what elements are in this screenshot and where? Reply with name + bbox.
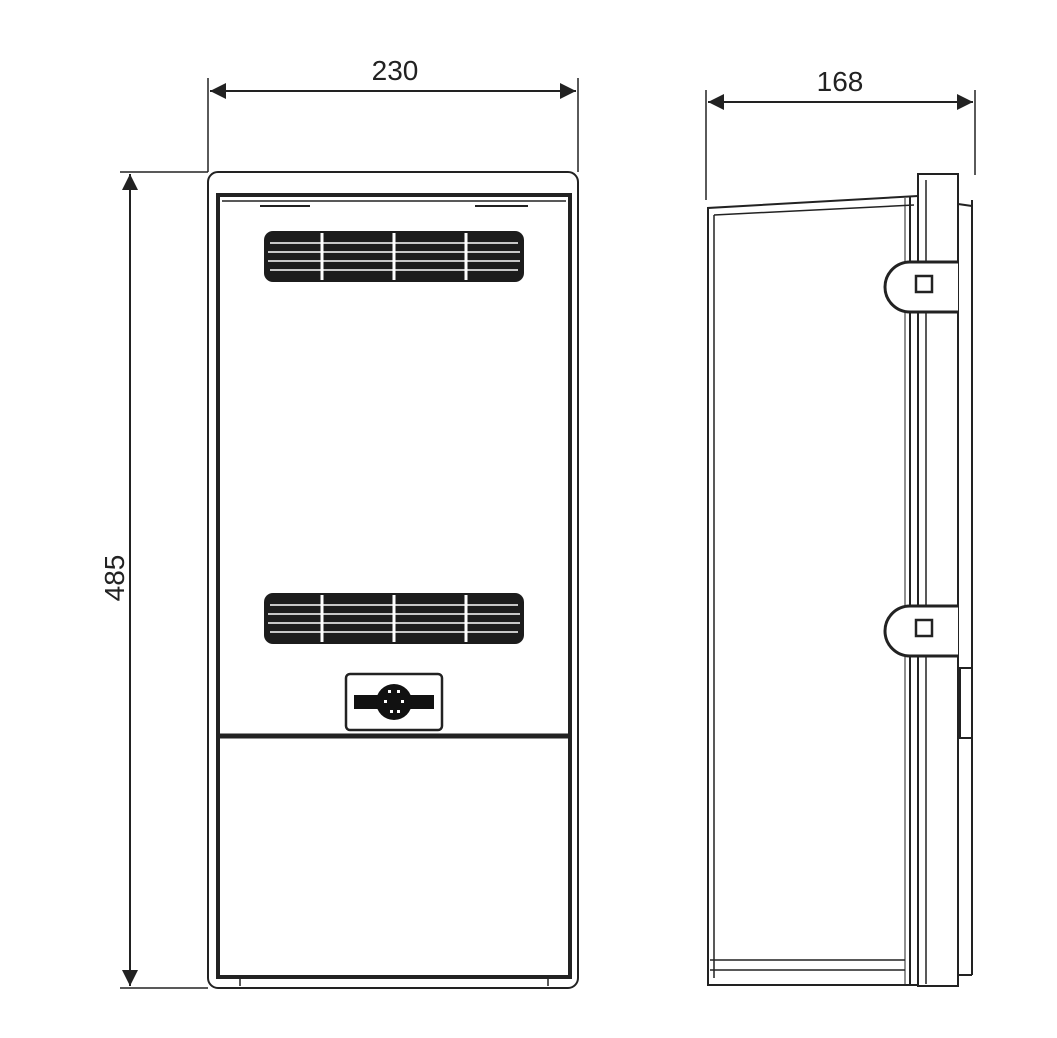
width-dimension: 230: [207, 55, 579, 172]
height-label: 485: [99, 555, 130, 602]
hinge-top: [883, 260, 958, 314]
depth-dimension: 168: [705, 66, 976, 200]
width-label: 230: [372, 55, 419, 86]
side-view: [707, 173, 973, 987]
height-dimension: 485: [99, 171, 208, 989]
lock-badge: [344, 672, 444, 732]
vent-grille-top: [264, 231, 524, 282]
vent-grille-bottom: [264, 593, 524, 644]
depth-label: 168: [817, 66, 864, 97]
hinge-bottom: [883, 604, 958, 658]
front-view: [207, 171, 579, 989]
